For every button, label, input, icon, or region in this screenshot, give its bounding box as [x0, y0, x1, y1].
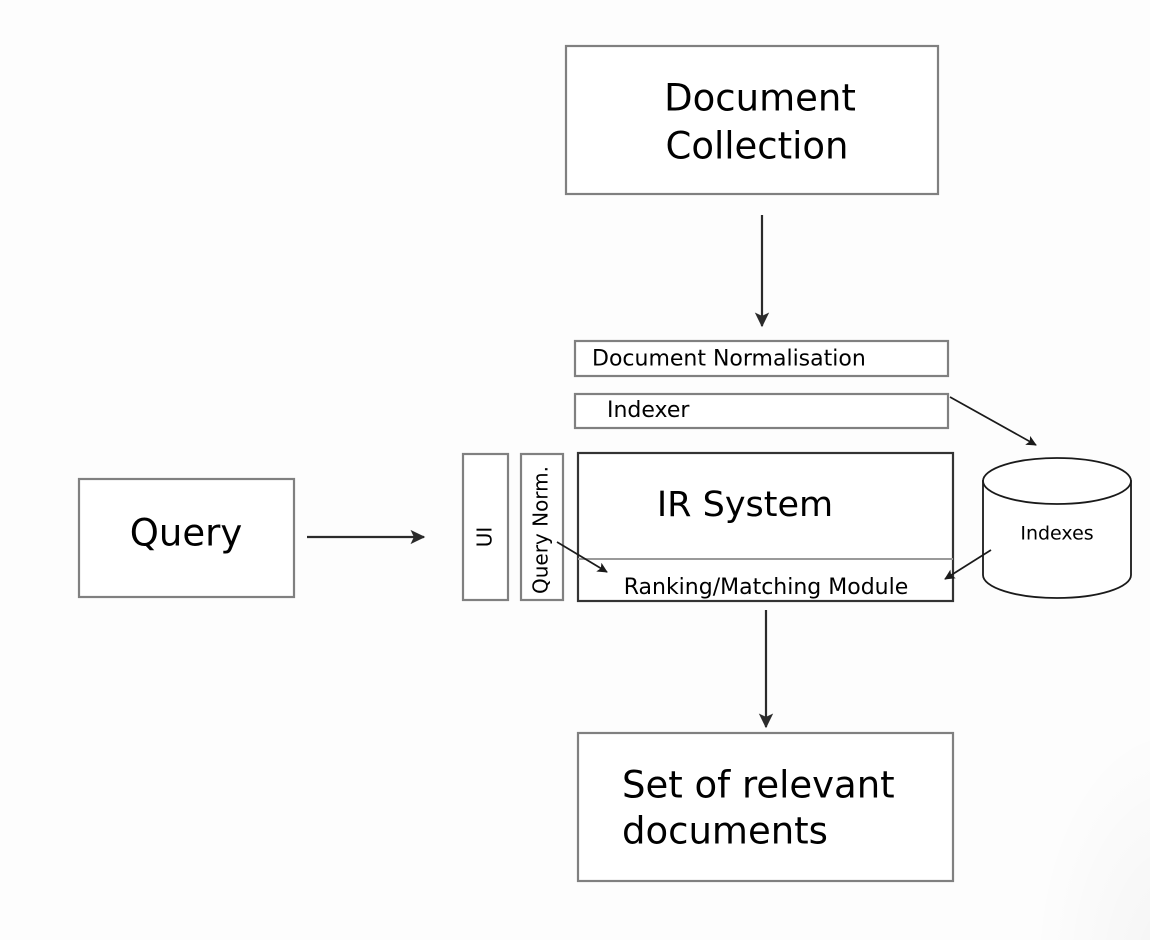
- indexer-label: Indexer: [607, 398, 690, 423]
- ir-system-label: IR System: [657, 485, 833, 525]
- ranking-matching-module-label: Ranking/Matching Module: [624, 575, 909, 600]
- edge-indexes-to-ranking: [944, 549, 992, 580]
- ir-system-box[interactable]: [576, 451, 955, 603]
- node-query[interactable]: Query: [77, 477, 296, 599]
- relevant-documents-box[interactable]: [576, 731, 955, 883]
- indexes-cylinder-top: [982, 457, 1132, 505]
- edge-indexer-to-indexes: [949, 396, 1037, 446]
- query-normalisation-box[interactable]: [519, 452, 565, 602]
- document-collection-label-line2: Collection: [665, 125, 848, 168]
- document-collection-box[interactable]: [564, 44, 940, 196]
- relevant-documents-label-line1: Set of relevant: [622, 764, 895, 807]
- node-indexes[interactable]: Indexes: [982, 457, 1132, 599]
- node-indexer[interactable]: Indexer: [573, 392, 950, 430]
- indexer-box[interactable]: [573, 392, 950, 430]
- document-normalisation-label: Document Normalisation: [592, 347, 866, 372]
- document-collection-label-line1: Document: [664, 77, 856, 120]
- edge-querynorm-to-ranking: [556, 541, 608, 573]
- node-ui[interactable]: UI: [461, 452, 510, 602]
- ui-box[interactable]: [461, 452, 510, 602]
- relevant-documents-label-line2: documents: [622, 810, 828, 853]
- query-normalisation-label: Query Norm.: [529, 466, 553, 594]
- node-query-normalisation[interactable]: Query Norm.: [519, 452, 565, 602]
- document-normalisation-box[interactable]: [573, 339, 950, 378]
- node-document-normalisation[interactable]: Document Normalisation: [573, 339, 950, 378]
- query-box[interactable]: [77, 477, 296, 599]
- query-label: Query: [130, 512, 242, 555]
- node-ir-system[interactable]: IR System Ranking/Matching Module: [576, 451, 955, 603]
- ui-label: UI: [473, 527, 497, 548]
- node-relevant-documents[interactable]: Set of relevant documents: [576, 731, 955, 883]
- node-document-collection[interactable]: Document Collection: [564, 44, 940, 196]
- indexes-cylinder-body[interactable]: [982, 480, 1132, 599]
- indexes-label: Indexes: [1020, 523, 1093, 545]
